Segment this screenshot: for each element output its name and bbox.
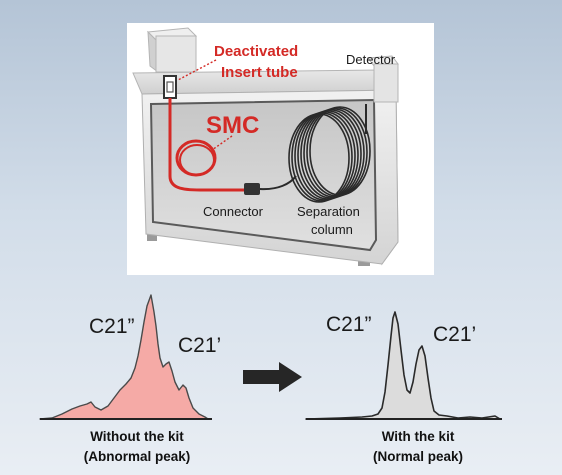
insert-tube-housing (163, 75, 177, 99)
label-deactivated: Deactivated (214, 43, 298, 60)
smc-tube (168, 98, 244, 192)
label-insert-tube: Insert tube (221, 64, 298, 81)
peak-label-c21-double-left: C21” (89, 315, 135, 338)
label-separation: Separation (297, 204, 360, 219)
label-smc: SMC (206, 112, 259, 139)
caption-abnormal-peak: (Abnormal peak) (84, 449, 191, 464)
connector-part (244, 183, 260, 195)
peak-label-c21-double-right: C21” (326, 313, 372, 336)
oven-leg (147, 233, 157, 241)
normal-peak-trace (305, 311, 501, 420)
column-lead-in (259, 175, 297, 191)
separation-column-coil (288, 106, 371, 203)
oven-cavity (149, 98, 378, 252)
leader-insert-tube (177, 59, 217, 81)
label-detector: Detector (346, 52, 396, 67)
caption-normal-peak: (Normal peak) (373, 449, 463, 464)
peak-label-c21-prime-left: C21’ (178, 334, 221, 357)
right-arrow-icon (243, 362, 302, 392)
label-connector: Connector (203, 204, 264, 219)
caption-without-kit: Without the kit (90, 429, 184, 444)
chromatogram-with-kit (305, 311, 502, 420)
caption-with-kit: With the kit (382, 429, 455, 444)
gc-oven-illustration (132, 27, 399, 266)
leader-smc (211, 135, 233, 151)
peak-label-c21-prime-right: C21’ (433, 323, 476, 346)
chromatogram-without-kit (39, 294, 212, 420)
abnormal-peak-trace (39, 294, 209, 420)
label-column: column (311, 222, 353, 237)
